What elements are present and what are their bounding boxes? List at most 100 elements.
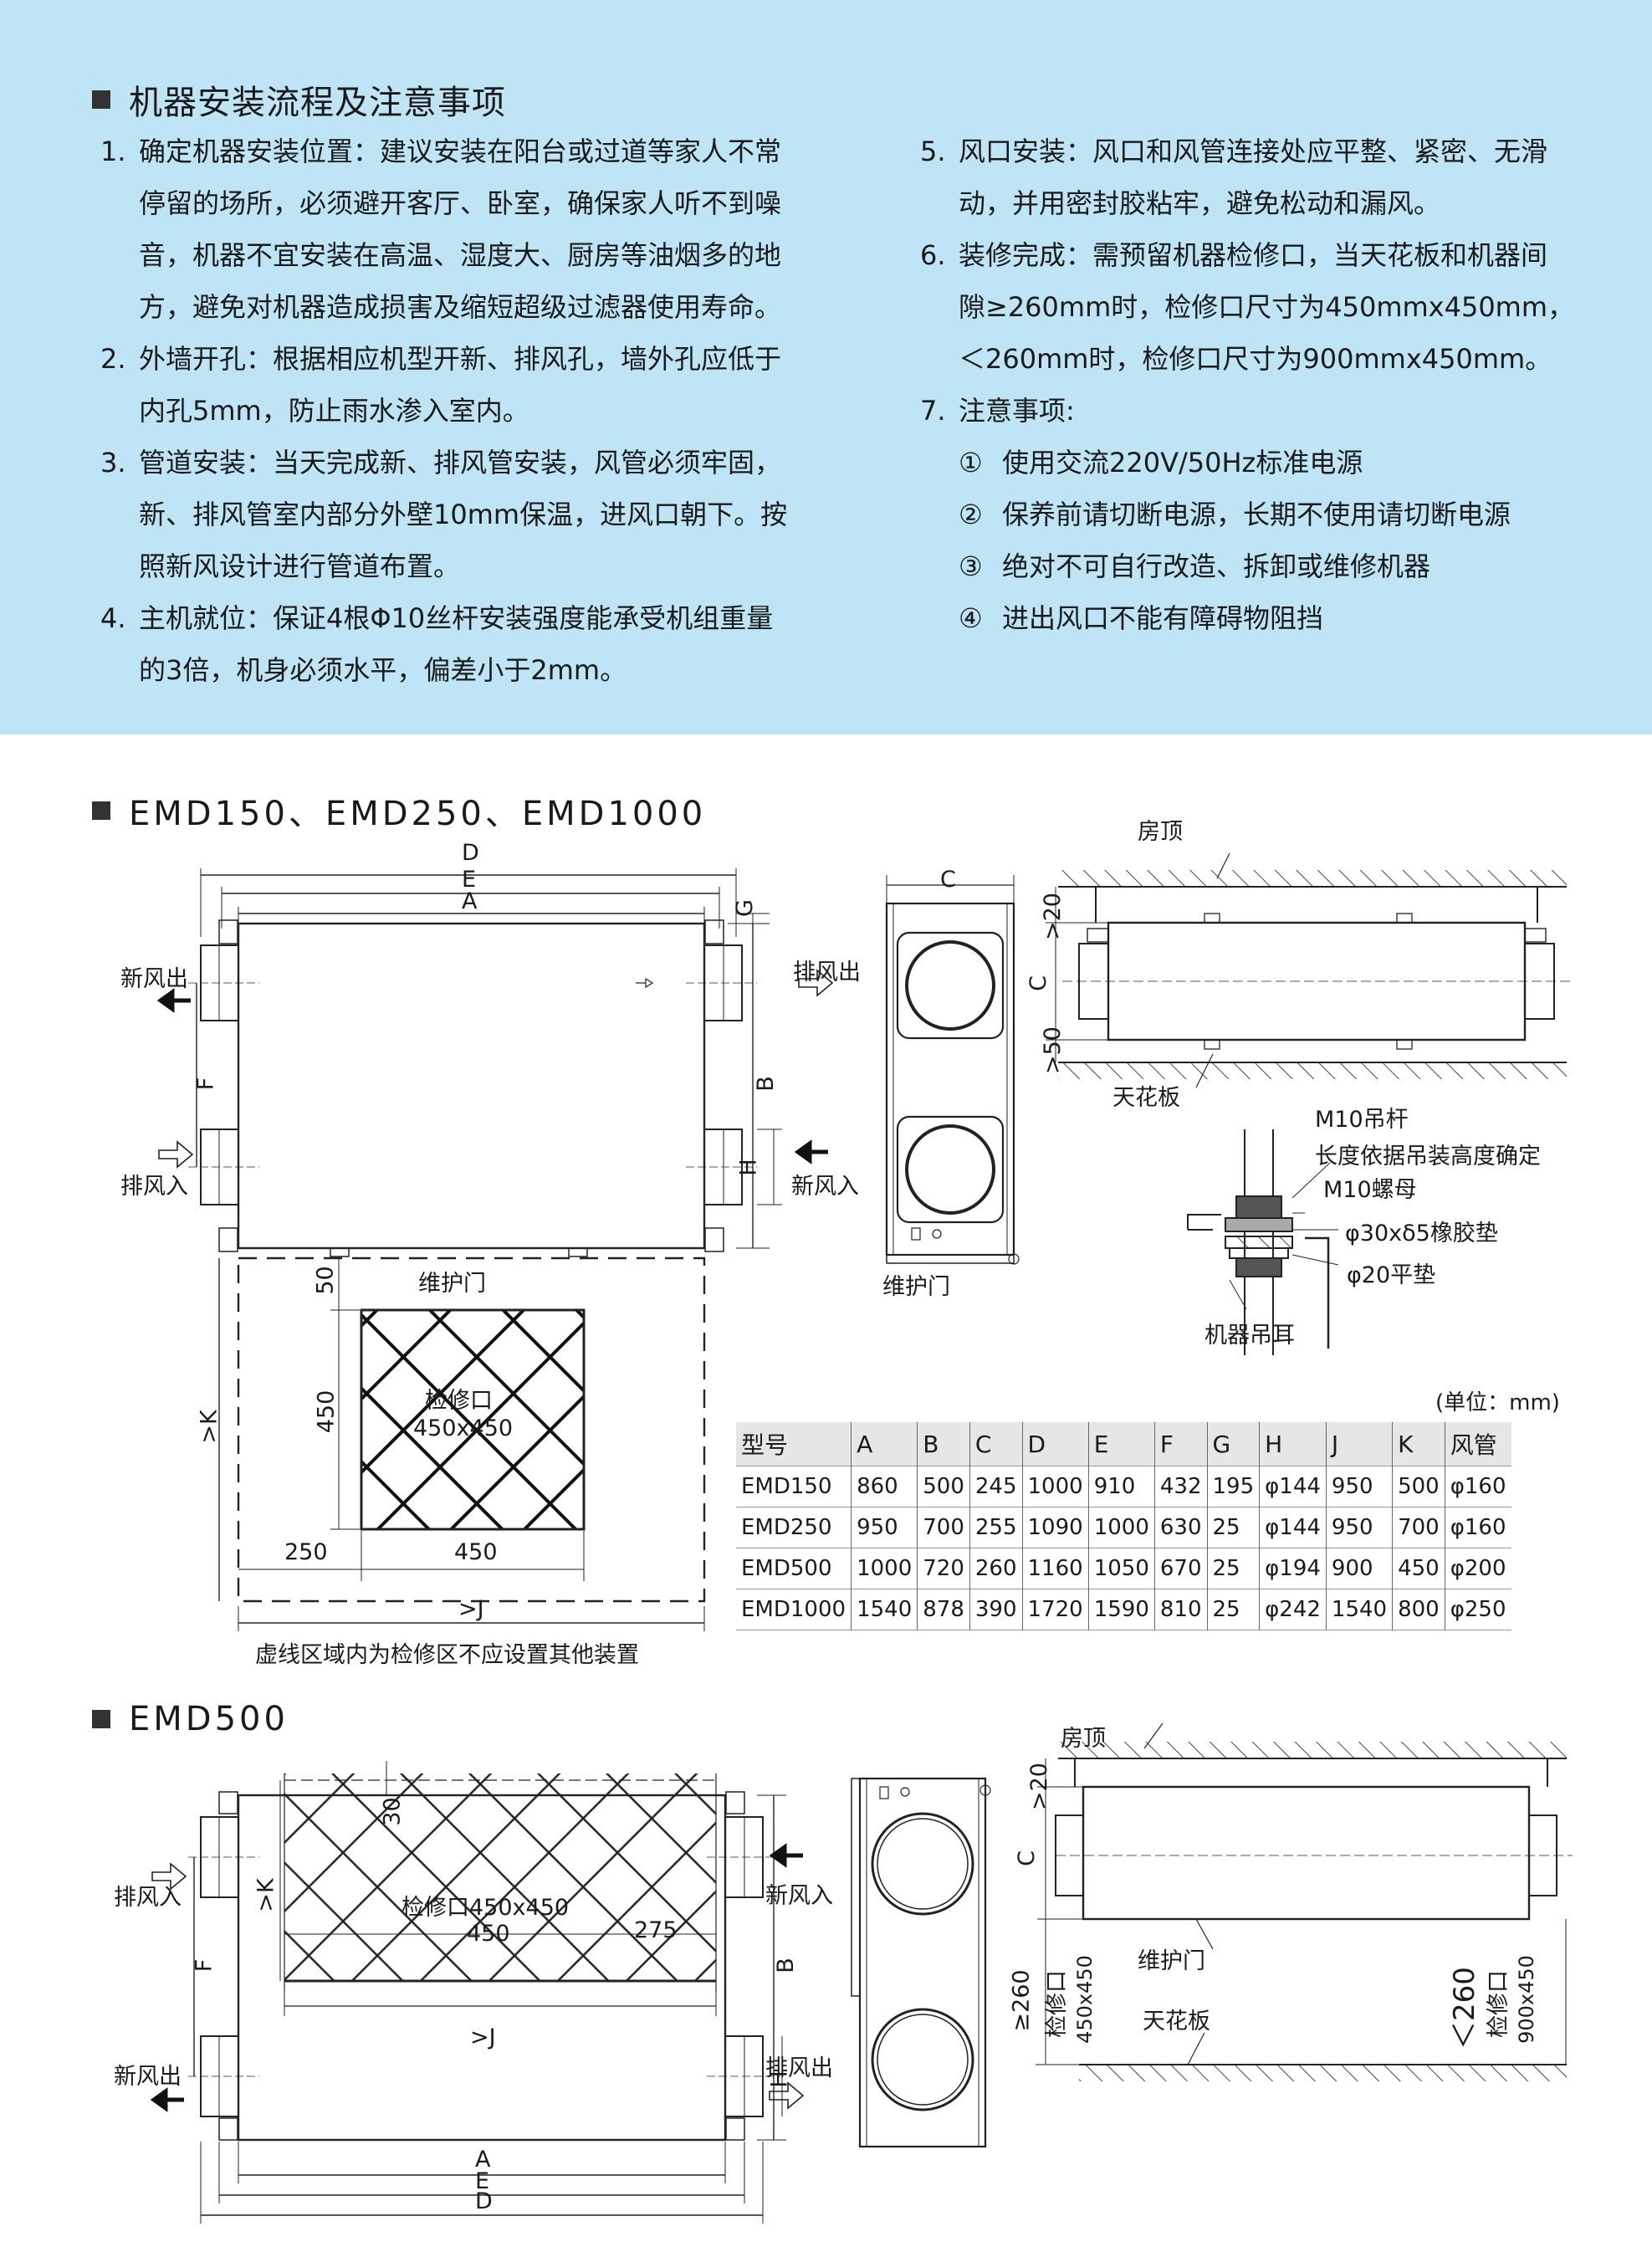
table-cell: 450 <box>1392 1548 1445 1589</box>
step-line: 外墙开孔：根据相应机型开新、排风孔，墙外孔应低于 <box>139 343 782 375</box>
label-fresh-in: 新风入 <box>791 1174 859 1200</box>
table-cell: 1000 <box>1087 1507 1155 1548</box>
dim-j: >J <box>458 1596 484 1622</box>
dim-450-left: 450 <box>313 1390 340 1434</box>
step-line: 的3倍，机身必须水平，偏差小于2mm。 <box>139 654 627 686</box>
step-line: 新、排风管室内部分外壁10mm保温，进风口朝下。按 <box>139 499 788 530</box>
table-cell: 195 <box>1206 1466 1260 1507</box>
table-cell: EMD250 <box>741 1515 832 1540</box>
label-exhaust-in: 排风入 <box>120 1174 188 1200</box>
label-ceiling-2: 天花板 <box>1143 2009 1210 2034</box>
table-cell: 1540 <box>851 1589 918 1630</box>
step-number: 6. <box>920 239 946 271</box>
table-cell: 950 <box>851 1507 918 1548</box>
table-header-cell: H <box>1259 1422 1327 1466</box>
table-cell: 500 <box>1392 1466 1445 1507</box>
dim-gt20-2: >20 <box>1025 1763 1052 1810</box>
dim-b-2: B <box>772 1958 799 1973</box>
label-exhaust-in-2: 排风入 <box>114 1885 182 1911</box>
table-header-cell: C <box>969 1422 1023 1466</box>
label-rod: M10吊杆 <box>1315 1107 1409 1133</box>
table-header-cell: 型号 <box>736 1422 852 1466</box>
table-cell: 900 <box>1325 1548 1393 1589</box>
step-line: ＜260mm时，检修口尺寸为900mmx450mm。 <box>959 343 1552 375</box>
dim-250: 250 <box>284 1539 328 1565</box>
table-header-cell: K <box>1392 1422 1445 1466</box>
step-line: 隙≥260mm时，检修口尺寸为450mmx450mm， <box>959 291 1575 323</box>
dim-f: F <box>192 1077 219 1091</box>
label-door-2: 维护门 <box>1138 1948 1205 1974</box>
airflow-arrows-1 <box>156 969 834 1169</box>
dim-k-2: >K <box>253 1878 279 1912</box>
dim-e-2: E <box>475 2168 490 2194</box>
label-zone-note: 虚线区域内为检修区不应设置其他装置 <box>255 1642 639 1668</box>
table-cell: φ144 <box>1259 1507 1327 1548</box>
table-cell: 1540 <box>1325 1589 1393 1630</box>
table-cell: φ250 <box>1444 1589 1511 1630</box>
table-cell: 670 <box>1153 1548 1207 1589</box>
label-ceiling: 天花板 <box>1112 1085 1180 1111</box>
label-insp-small-size: 450x450 <box>1072 1955 1097 2044</box>
table-cell: 720 <box>917 1548 970 1589</box>
table-cell: EMD150 <box>741 1474 832 1499</box>
step-line: 停留的场所，必须避开客厅、卧室，确保家人听不到噪 <box>139 187 782 219</box>
table-cell: 950 <box>1325 1466 1393 1507</box>
dim-h: H <box>735 1159 762 1176</box>
table-cell: 1050 <box>1087 1548 1155 1589</box>
table-cell: 1000 <box>851 1548 918 1589</box>
table-header-cell: J <box>1325 1422 1393 1466</box>
table-cell: φ242 <box>1259 1589 1327 1630</box>
step-number: 7. <box>920 395 946 427</box>
table-cell: 1720 <box>1021 1589 1089 1630</box>
section2-title: EMD500 <box>92 1700 289 1738</box>
table-header-cell: D <box>1021 1422 1089 1466</box>
label-door: 维护门 <box>418 1271 486 1297</box>
label-exhaust-out: 排风出 <box>793 960 861 985</box>
table-cell: 245 <box>969 1466 1023 1507</box>
step-number: 2. <box>100 343 126 375</box>
table-cell: 432 <box>1153 1466 1207 1507</box>
note-marker: ③ <box>959 550 983 582</box>
hanger-detail <box>1187 1129 1339 1355</box>
dim-gt50: >50 <box>1039 1026 1066 1074</box>
dim-450-bottom: 450 <box>454 1539 498 1565</box>
install-steps-left: 1.确定机器安装位置：建议安装在阳台或过道等家人不常停留的场所，必须避开客厅、卧… <box>100 125 903 696</box>
install-step: 2. 外墙开孔：根据相应机型开新、排风孔，墙外孔应低于内孔5mm，防止雨水渗入室内… <box>100 333 903 437</box>
step-number: 1. <box>100 136 126 167</box>
table-cell: 255 <box>969 1507 1023 1548</box>
dim-30: 30 <box>379 1797 406 1826</box>
dim-450-2: 450 <box>467 1921 510 1947</box>
dim-50: 50 <box>312 1266 339 1295</box>
square-bullet-icon <box>92 1710 110 1728</box>
label-roof-2: 房顶 <box>1061 1726 1106 1752</box>
step-line: 管道安装：当天完成新、排风管安装，风管必须牢固， <box>139 447 782 479</box>
label-fresh-in-2: 新风入 <box>765 1883 833 1909</box>
table-header-cell: B <box>917 1422 970 1466</box>
table-cell: EMD1000 <box>741 1597 846 1622</box>
note-text: 使用交流220V/50Hz标准电源 <box>1002 447 1363 479</box>
table-cell: φ200 <box>1444 1548 1511 1589</box>
label-nut: M10螺母 <box>1323 1177 1417 1203</box>
label-exhaust-out-2: 排风出 <box>765 2055 833 2081</box>
label-insp-small: 检修口 <box>1044 1970 1070 2038</box>
step-line: 内孔5mm，防止雨水渗入室内。 <box>139 395 529 427</box>
front-view-2 <box>188 1761 786 2224</box>
square-bullet-icon <box>92 801 110 820</box>
dim-k: >K <box>196 1410 222 1444</box>
step-line: 音，机器不宜安装在高温、湿度大、厨房等油烟多的地 <box>139 239 782 271</box>
step-line: 主机就位：保证4根Φ10丝杆安装强度能承受机组重量 <box>139 602 774 634</box>
table-cell: 260 <box>969 1548 1023 1589</box>
label-roof: 房顶 <box>1138 819 1183 845</box>
dim-d-2: D <box>475 2188 493 2214</box>
label-rod-length: 长度依据吊装高度确定 <box>1315 1144 1541 1170</box>
dim-d: D <box>462 840 479 866</box>
dim-a-2: A <box>475 2147 491 2173</box>
dim-h-2: H <box>766 2070 793 2088</box>
table-header-cell: F <box>1153 1422 1207 1466</box>
step-line: 注意事项: <box>959 395 1075 427</box>
